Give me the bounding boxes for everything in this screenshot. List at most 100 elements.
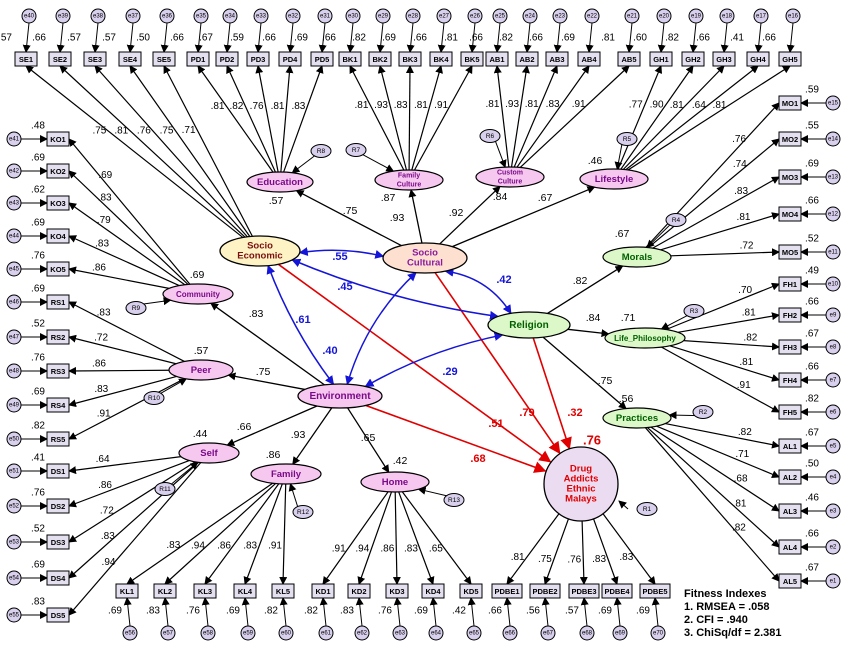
structural-weight: .84 [586,312,601,324]
error-term [688,8,704,24]
residual-label: R4 [672,217,681,224]
indicator-label: MO5 [782,248,798,257]
error-label: e56 [125,631,136,637]
r-squared-label: .66 [322,33,336,44]
loading-arrow [661,346,780,413]
error-term [6,294,22,310]
loading-weight: .81 [486,99,500,110]
residual-label: R6 [486,133,495,140]
loading-arrow [622,65,725,170]
indicator-label: KL4 [238,587,253,596]
error-term [540,625,556,641]
loading-weight: .71 [182,125,196,136]
error-arrow [123,597,132,627]
loading-weight: .72 [94,333,108,344]
loading-weight: .75 [538,554,552,565]
loading-weight: .83 [404,544,418,555]
construct-label: Religion [509,320,548,331]
indicator-label: SE4 [123,55,138,64]
error-label: e1 [830,579,837,585]
r-squared-label: .69 [561,33,575,44]
indicator-label: PDBE1 [494,587,519,596]
r-squared-label: .69 [31,387,45,398]
indicator-box [46,163,70,179]
error-term [6,228,22,244]
factor-label: Peer [191,365,212,376]
indicator-box [46,261,70,277]
loading-weight: .81 [271,101,285,112]
structural-arrow [226,405,318,446]
loading-weight: .64 [692,100,706,111]
indicator-box [568,583,600,599]
loading-arrow [627,65,791,171]
error-term [222,8,238,24]
residual-arrow [288,482,299,509]
indicator-label: FH1 [783,280,797,289]
indicator-label: MO3 [782,173,798,182]
error-arrow [393,597,402,627]
error-label: e64 [431,631,442,637]
r-squared-label: .66 [262,33,276,44]
error-arrow [585,22,594,53]
loading-weight: .81 [525,99,539,110]
error-label: e45 [9,267,20,273]
indicator-label: PD3 [251,55,266,64]
loading-arrow [283,65,324,173]
loading-arrow [68,138,191,285]
error-arrow [657,22,666,53]
indicator-box [460,51,484,67]
error-term [6,363,22,379]
residual-arrow [618,500,629,510]
loading-weight: .82 [738,427,752,438]
error-arrow [503,597,512,627]
indicator-box [46,329,70,345]
error-term [825,573,841,589]
error-term [753,8,769,24]
error-term [612,625,628,641]
error-term [825,131,841,147]
error-label: e30 [348,14,359,20]
indicator-label: MO2 [782,135,798,144]
loading-weight: .83 [734,186,748,197]
error-label: e62 [357,631,368,637]
indicator-label: KO1 [50,135,65,144]
r-squared-label: .82 [665,33,679,44]
loading-arrow [377,65,408,171]
factor-label: Community [176,290,221,299]
loading-arrow [617,65,663,170]
residual-term [636,502,658,516]
error-arrow [468,22,477,53]
indicator-box [46,498,70,514]
indicator-box [778,307,802,323]
loading-weight: .91 [434,100,448,111]
indicator-label: AL4 [783,543,798,552]
error-label: e5 [830,444,837,450]
error-term [6,329,22,345]
factor-r-squared: .56 [619,393,634,405]
error-label: e32 [288,14,299,20]
indicator-box [385,583,409,599]
structural-weight: .67 [538,192,553,204]
loading-weight: .68 [734,473,748,484]
loading-weight: .81 [670,100,684,111]
error-label: e51 [9,469,20,475]
indicator-label: KD3 [389,587,404,596]
r-squared-label: .69 [636,606,650,617]
residual-term [154,482,176,496]
indicator-box [515,51,539,67]
indicator-label: FH2 [783,311,797,320]
factor-r-squared: .46 [588,155,603,167]
indicator-label: GH4 [750,55,766,64]
r-squared-label: .66 [696,33,710,44]
indicator-box [421,583,445,599]
loading-arrow [405,65,414,171]
factor-r-squared: .42 [393,455,408,467]
error-label: e58 [203,631,214,637]
loading-weight: .81 [742,308,756,319]
error-label: e35 [196,14,207,20]
r-squared-label: .62 [31,185,45,196]
indicator-box [186,51,210,67]
loading-arrow [197,65,274,173]
r-squared-label: .69 [108,606,122,617]
r-squared-label: .52 [805,234,819,245]
